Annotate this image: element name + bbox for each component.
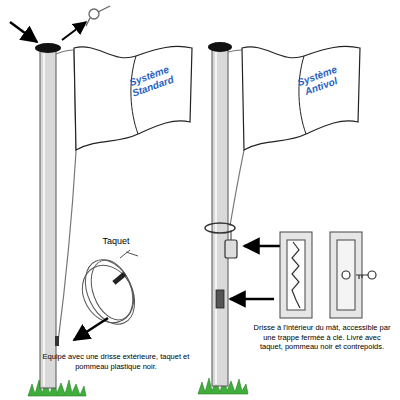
pole-cap <box>35 43 61 53</box>
halyard-rope <box>228 50 242 52</box>
weight-cord <box>231 230 232 240</box>
access-hatch <box>216 290 224 308</box>
counterweight <box>225 240 237 258</box>
flagpole <box>212 50 228 386</box>
pointer-arrow <box>74 318 108 340</box>
flag: Système Antivol <box>236 42 364 154</box>
flag-shape <box>236 42 364 154</box>
pole-cap <box>208 42 232 52</box>
cleat <box>112 272 126 285</box>
hatch-inset <box>280 232 312 318</box>
inner-rope <box>292 242 300 308</box>
hook-icon <box>86 6 110 26</box>
halyard-rope <box>58 152 76 342</box>
halyard-rope <box>56 50 74 54</box>
pointer-arrow <box>62 22 86 40</box>
lock <box>342 271 350 279</box>
caption-note: Drisse à l'intérieur du mât, accessible … <box>252 323 392 352</box>
key-icon <box>356 271 376 279</box>
halyard-rope <box>230 150 244 226</box>
cleat-on-pole <box>55 336 59 346</box>
caption-note: Equipé avec une drisse extérieure, taque… <box>38 352 194 371</box>
flag-outline <box>74 46 192 150</box>
pointer-arrow <box>230 298 274 301</box>
flag-outline <box>242 46 360 150</box>
part-label: Taquet <box>96 236 136 247</box>
pointer-arrow <box>10 22 37 42</box>
pole-shading <box>215 52 217 384</box>
rope-coil <box>72 250 144 332</box>
flag: Système Standard <box>68 42 196 154</box>
pole-shading <box>43 52 45 386</box>
hatch-door <box>337 240 355 310</box>
flagpole <box>40 50 56 388</box>
hatch-opening <box>287 240 305 310</box>
grass <box>28 379 86 396</box>
